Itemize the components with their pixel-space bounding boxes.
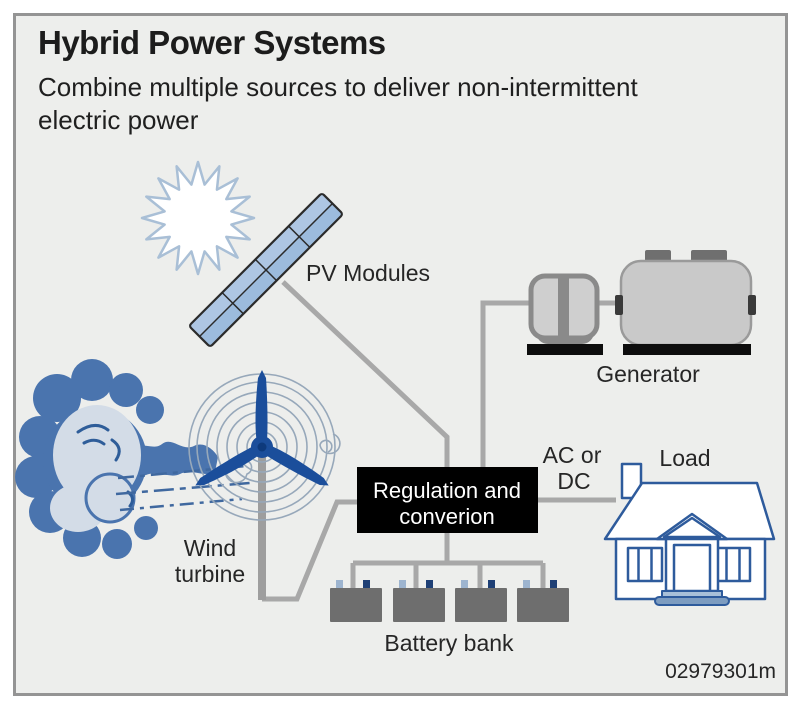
generator-nub-right: [748, 295, 756, 315]
subtitle-line2: electric power: [38, 105, 199, 135]
generator-label: Generator: [596, 361, 700, 387]
generator-large-body: [619, 259, 753, 347]
generator-small-stripe: [558, 274, 569, 340]
pv-modules-label: PV Modules: [306, 260, 430, 286]
wires: [262, 280, 625, 602]
wind-turbine-label-line2: turbine: [175, 561, 245, 587]
house-door: [672, 543, 712, 593]
house-window-left: [626, 546, 664, 583]
pv-modules-panel: [188, 192, 344, 348]
generator: [527, 250, 756, 355]
wind-turbine-label-line1: Wind: [184, 535, 236, 561]
regulation-label-line1: Regulation and: [373, 478, 521, 503]
load-house: [603, 462, 776, 606]
house-step: [654, 596, 730, 606]
battery-1: [330, 580, 382, 622]
generator-nub-left: [615, 295, 623, 315]
wire-regulation-to-batteries: [350, 531, 546, 589]
house-window-right: [714, 546, 752, 583]
ac-dc-label-line1: AC or: [543, 442, 602, 468]
battery-bank: [330, 580, 569, 622]
ac-dc-label-line2: DC: [557, 468, 590, 494]
sun-icon: [140, 160, 256, 276]
battery-2: [393, 580, 445, 622]
wire-turbine-to-regulation: [262, 499, 359, 602]
battery-bank-label: Battery bank: [384, 630, 514, 656]
regulation-label-line2: converion: [399, 504, 494, 529]
turbine-pole: [258, 447, 266, 600]
battery-4: [517, 580, 569, 622]
subtitle-line1: Combine multiple sources to deliver non-…: [38, 72, 638, 102]
sun: [140, 160, 256, 276]
wire-pv-to-regulation: [281, 280, 450, 470]
generator-large-base: [623, 344, 751, 355]
battery-3: [455, 580, 507, 622]
figure-id: 02979301m: [665, 660, 776, 683]
house-pediment-inner: [662, 516, 722, 539]
generator-small-base: [527, 344, 603, 355]
turbine-blades-icon: [195, 370, 329, 486]
page-title: Hybrid Power Systems: [38, 24, 386, 61]
wind-turbine: [188, 370, 341, 600]
load-label: Load: [659, 445, 710, 471]
regulation-conversion-box: Regulation and converion: [357, 467, 538, 533]
wire-generator-to-regulation: [480, 300, 534, 470]
wind-cloud-face: [15, 359, 251, 559]
